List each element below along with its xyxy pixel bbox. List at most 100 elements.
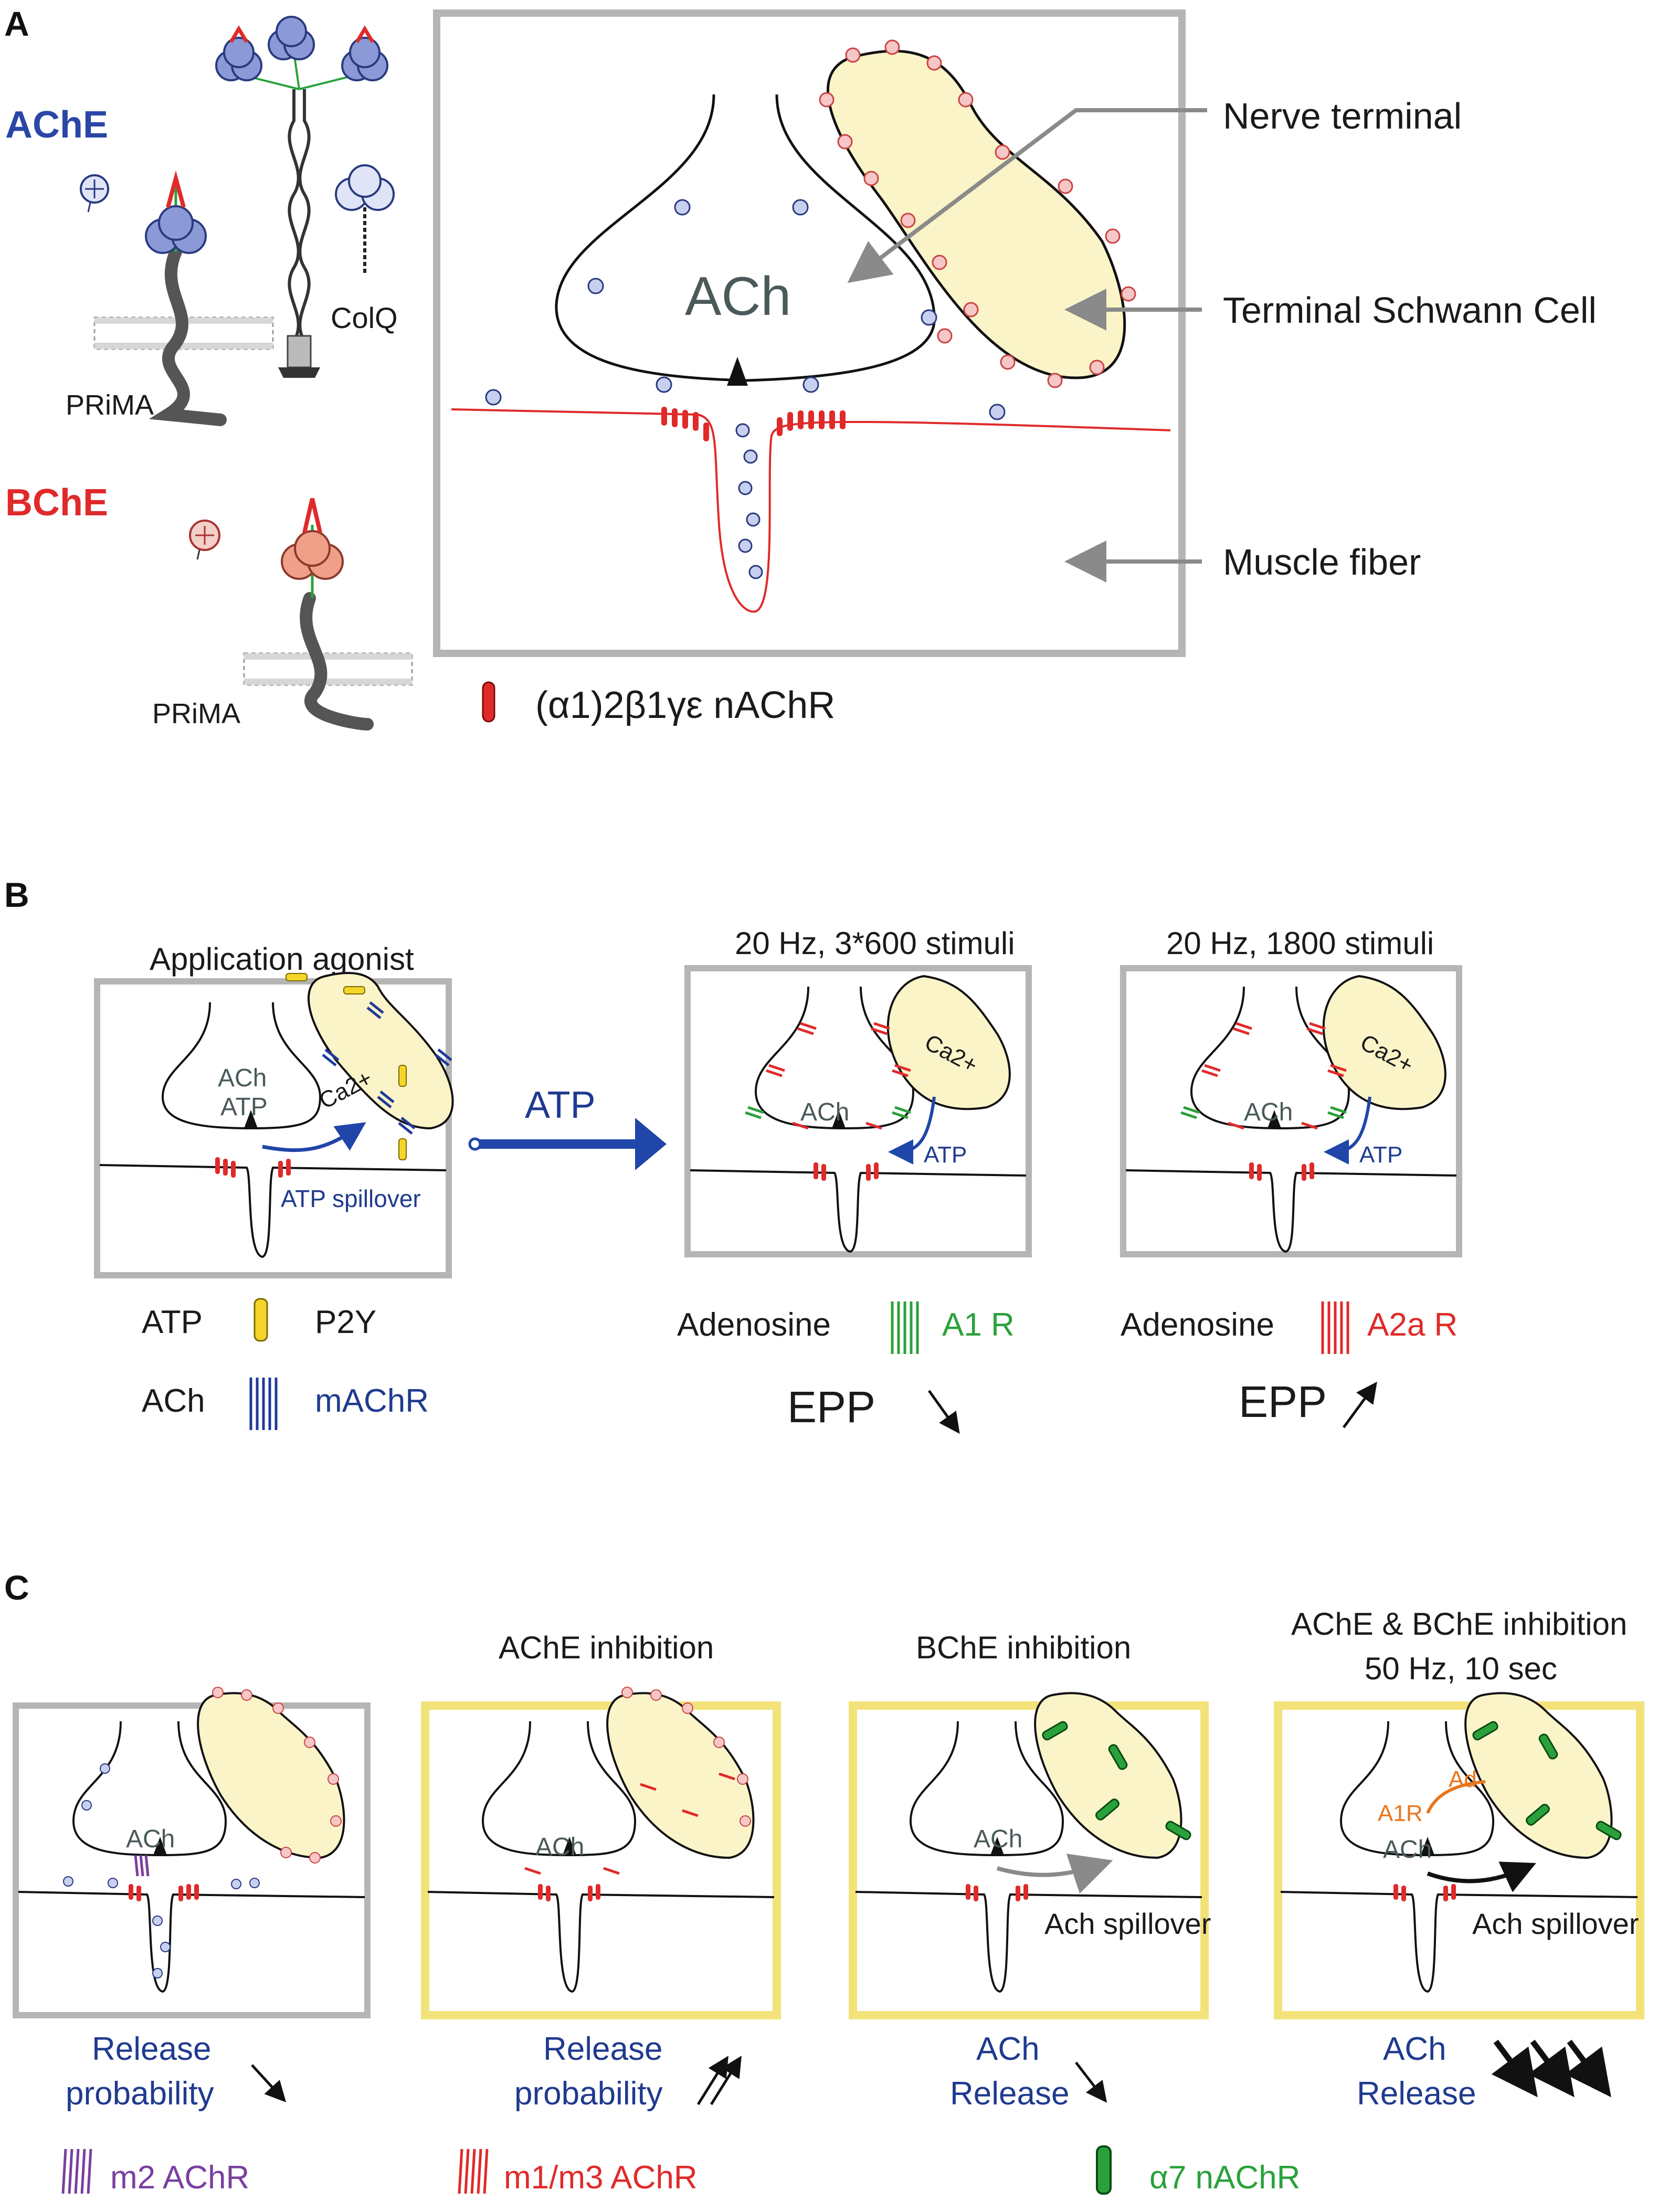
prima-label-2: PRiMA: [152, 698, 240, 729]
panel-c: C AChE inhibition BChE inhibition AChE &…: [4, 1568, 1644, 2196]
c4-ach: ACh: [1383, 1836, 1432, 1864]
b2-a2a-receptors: [766, 1022, 911, 1130]
c2-m1m3-receptors: [524, 1772, 735, 1875]
panel-b: B Application agonist 20 Hz, 3*600 stimu…: [4, 875, 1462, 1434]
fold-ache-dots: [735, 423, 763, 579]
b1-machr-receptors: [322, 1001, 452, 1135]
ache-tetramer-icon: [145, 170, 207, 254]
b2-membrane: [690, 1169, 1027, 1253]
bche-membrane: [243, 652, 413, 686]
b2-nachr: [814, 1162, 879, 1181]
b-legend-p2y: P2Y: [315, 1304, 376, 1340]
panel-b-letter: B: [4, 875, 29, 914]
b1-atp: ATP: [220, 1093, 268, 1121]
c3-nachr: [966, 1884, 1028, 1901]
ache-monomer-icon: [80, 174, 109, 213]
c1-schwann-dots: [212, 1687, 342, 1864]
c2-schwann-dots: [621, 1687, 751, 1827]
b1-atp-spillover-arrow: [262, 1122, 366, 1152]
c3-release-site: [990, 1837, 1004, 1855]
bche-label: BChE: [5, 482, 108, 524]
c-title-2: AChE inhibition: [499, 1630, 714, 1665]
b2-release-site: [832, 1110, 846, 1128]
c4-nachr: [1393, 1884, 1456, 1901]
panel-a: A AChE BChE PRiMA PRiMA: [4, 4, 1597, 731]
c-title-4a: AChE & BChE inhibition: [1291, 1606, 1627, 1642]
c4-membrane: [1280, 1891, 1638, 1993]
c4-down-arrow-3: [1565, 2039, 1611, 2098]
b-title-3: 20 Hz, 1800 stimuli: [1166, 926, 1434, 961]
c4-release-site: [1421, 1837, 1434, 1855]
colq-label: ColQ: [331, 301, 398, 334]
b-epp-1: EPP: [787, 1382, 875, 1432]
c1-m2-receptor: [134, 1855, 150, 1877]
b-legend-machr: mAChR: [315, 1383, 429, 1419]
a1r-legend-icon: [891, 1301, 919, 1354]
c4-spillover-arrow: [1427, 1861, 1536, 1892]
c3-ach-spillover: Ach spillover: [1044, 1907, 1211, 1940]
ache-label: AChE: [5, 104, 108, 146]
ach-label-a: ACh: [685, 266, 791, 327]
soluble-ache-tetramer-icon: [335, 164, 395, 273]
c2-release-site: [563, 1837, 576, 1855]
panel-c-letter: C: [4, 1568, 29, 1607]
c3-a7-receptors: [1042, 1721, 1191, 1840]
c1-release-1: Release: [92, 2031, 211, 2067]
b-epp-down-arrow: [927, 1390, 960, 1434]
b2-atp: ATP: [924, 1142, 967, 1168]
prima-anchor-ache: [149, 246, 227, 426]
b3-atp-arrow: [1324, 1096, 1371, 1165]
c4-down-arrow-1: [1491, 2039, 1538, 2098]
c3-spillover-arrow: [996, 1854, 1113, 1894]
c2-up-arrow-2: [710, 2056, 742, 2105]
a7-legend-icon: [1096, 2145, 1112, 2195]
b-epp-up-arrow: [1342, 1381, 1377, 1428]
c-legend-m2: m2 AChR: [110, 2160, 249, 2196]
nerve-ache-dots: [485, 199, 1006, 420]
m1m3-legend-icon: [458, 2149, 489, 2194]
p2y-legend-icon: [254, 1298, 268, 1342]
release-site-marker: [727, 357, 748, 386]
c-legend-m1m3: m1/m3 AChR: [504, 2160, 698, 2196]
c-title-3: BChE inhibition: [916, 1630, 1131, 1665]
b3-atp: ATP: [1359, 1142, 1402, 1168]
b-adenosine-1: Adenosine: [677, 1307, 831, 1343]
c1-release-site: [153, 1837, 167, 1855]
b2-ach: ACh: [800, 1098, 849, 1126]
b-a2ar: A2a R: [1367, 1307, 1458, 1343]
b1-nachr: [215, 1157, 291, 1178]
prima-label-1: PRiMA: [66, 389, 154, 421]
c4-ach-spillover: Ach spillover: [1472, 1907, 1639, 1940]
c4-adenosine-inhibition: [1426, 1780, 1486, 1814]
b-a1r: A1 R: [942, 1307, 1015, 1343]
c3-release-1: ACh: [976, 2031, 1040, 2067]
atp-main-arrow-head: [635, 1118, 667, 1170]
prima-anchor-bche: [300, 592, 374, 731]
machr-legend-icon: [249, 1378, 278, 1430]
c3-ach: ACh: [974, 1825, 1022, 1853]
b-legend-atp: ATP: [142, 1304, 203, 1340]
c-title-4b: 50 Hz, 10 sec: [1365, 1651, 1557, 1686]
bche-monomer-icon: [189, 520, 220, 560]
b-epp-2: EPP: [1239, 1377, 1327, 1426]
postsynaptic-membrane: [451, 408, 1171, 613]
c1-dots: [63, 1763, 260, 1978]
a2ar-legend-icon: [1321, 1301, 1349, 1354]
b3-a2a-receptors: [1201, 1022, 1347, 1130]
nachr-legend-label: (α1)2β1γε nAChR: [535, 684, 835, 726]
c1-membrane: [18, 1891, 365, 1993]
schwann-label: Terminal Schwann Cell: [1223, 290, 1597, 331]
atp-main-arrow-label: ATP: [525, 1084, 596, 1126]
b1-ach: ACh: [218, 1064, 267, 1092]
b3-ach: ACh: [1244, 1098, 1293, 1126]
b3-schwann-cell: [1322, 975, 1446, 1110]
c1-down-arrow: [251, 2064, 287, 2103]
bche-tetramer-icon: [281, 498, 344, 598]
c2-nachr: [538, 1884, 600, 1901]
b2-atp-arrow: [888, 1096, 936, 1165]
c3-release-2: Release: [950, 2076, 1069, 2112]
c3-schwann: [1034, 1692, 1182, 1859]
b-title-1: Application agonist: [150, 941, 414, 977]
c1-ach: ACh: [126, 1825, 175, 1853]
